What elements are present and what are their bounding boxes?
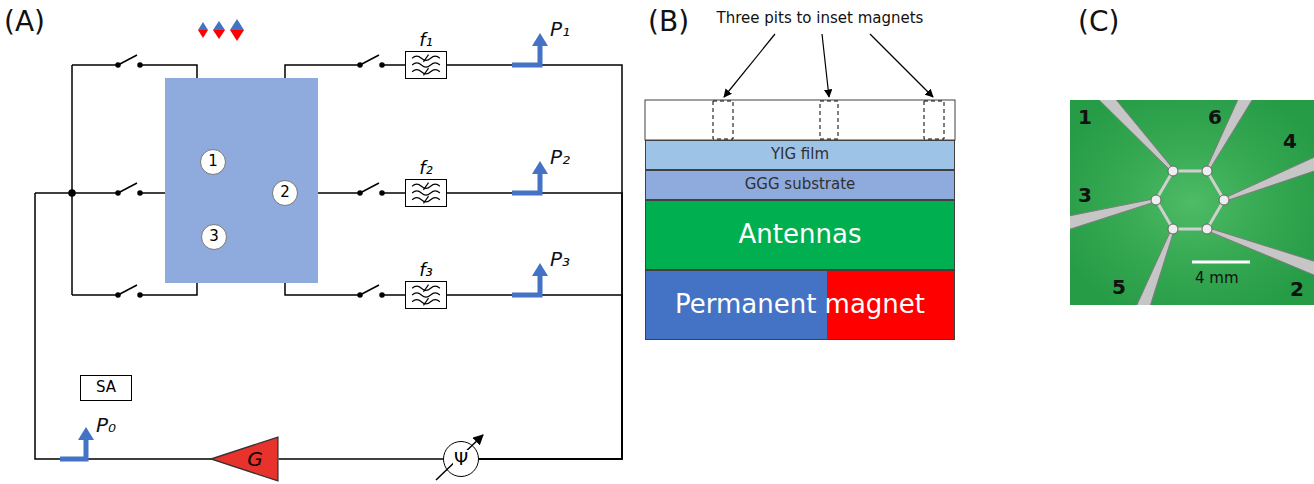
port-circle: 3 [201,224,227,250]
panel-label: (A) [4,5,45,38]
callout-number: 1 [1078,105,1092,129]
layer-band: GGG substrate [645,170,955,200]
label-slot: (B) [648,6,689,38]
label-slot: 3 [1078,184,1092,207]
bandpass-filter: f₂ [405,179,447,207]
label-slot: P₀ [96,414,116,437]
magnet-band: Permanent magnet [645,270,955,340]
label-slot: 4 mm [1195,268,1239,287]
label-slot: 1 [1078,106,1092,129]
layer-band: Antennas [645,200,955,270]
port-circle: 1 [200,149,226,175]
label-slot: 6 [1208,106,1222,129]
circuit-art [35,19,548,480]
magnet-pits [713,101,944,139]
layer-band: YIG film [645,140,955,170]
wires [35,65,405,459]
leader-arrows [724,34,933,97]
panel-label: (B) [648,5,689,38]
node-label: f₂ [419,158,433,179]
power-arrows [60,33,548,459]
variable-arrow [436,435,483,480]
power-label: P₁ [550,17,570,41]
stack-art [645,34,955,140]
callout-number: 2 [1290,277,1304,301]
panel-label: (C) [1078,5,1119,38]
label-slot: P₂ [550,146,570,169]
wire-connector [279,458,444,460]
label-slot: P₃ [550,248,570,271]
amplifier-shape [210,436,279,482]
wire-connector [447,295,622,459]
node-label: Permanent magnet [675,290,925,320]
node-label: YIG film [771,146,829,163]
magnet-icons [198,19,244,41]
bandpass-filter: f₁ [405,51,447,79]
node-label: 1 [208,153,218,170]
callout-number: 3 [1078,183,1092,207]
node-label: Antennas [739,220,862,250]
bandpass-filter: f₃ [405,281,447,309]
filter-symbol [406,52,446,78]
device-photo [1070,100,1314,305]
node-label: 2 [280,184,290,201]
wire-connector [447,65,622,459]
label-slot: 5 [1112,276,1126,299]
label-slot: P₁ [550,18,570,41]
node-label: Ψ [453,450,469,468]
label-slot: 2 [1290,278,1304,301]
node-label: 3 [209,228,219,245]
phase-shifter: Ψ [443,441,479,477]
label-slot: (C) [1078,6,1119,38]
amplifier-triangle: G [210,436,279,482]
node-label: f₃ [419,260,433,281]
top-layer [645,100,955,140]
label-slot: Three pits to inset magnets [717,8,924,27]
annotation: Three pits to inset magnets [717,9,924,27]
label-slot: (A) [4,6,45,38]
label-slot: 4 [1283,130,1297,153]
scale-bar [1192,261,1250,264]
wire-connector [447,193,622,459]
power-label: P₂ [550,145,570,169]
filter-symbol [406,282,446,308]
analyzer-box: SA [80,375,132,401]
power-label: P₃ [550,247,570,271]
node-label: SA [96,379,116,396]
callout-number: 6 [1208,105,1222,129]
node-label: G [247,448,263,471]
power-label: P₀ [96,413,116,437]
switch-symbols [69,55,384,297]
callout-number: 5 [1112,275,1126,299]
ferrite-square [165,78,318,283]
filter-symbol [406,180,446,206]
node-label: GGG substrate [745,176,856,193]
node-label: f₁ [419,30,433,51]
scale-label: 4 mm [1195,269,1239,287]
port-circle: 2 [272,180,298,206]
callout-number: 4 [1283,129,1297,153]
